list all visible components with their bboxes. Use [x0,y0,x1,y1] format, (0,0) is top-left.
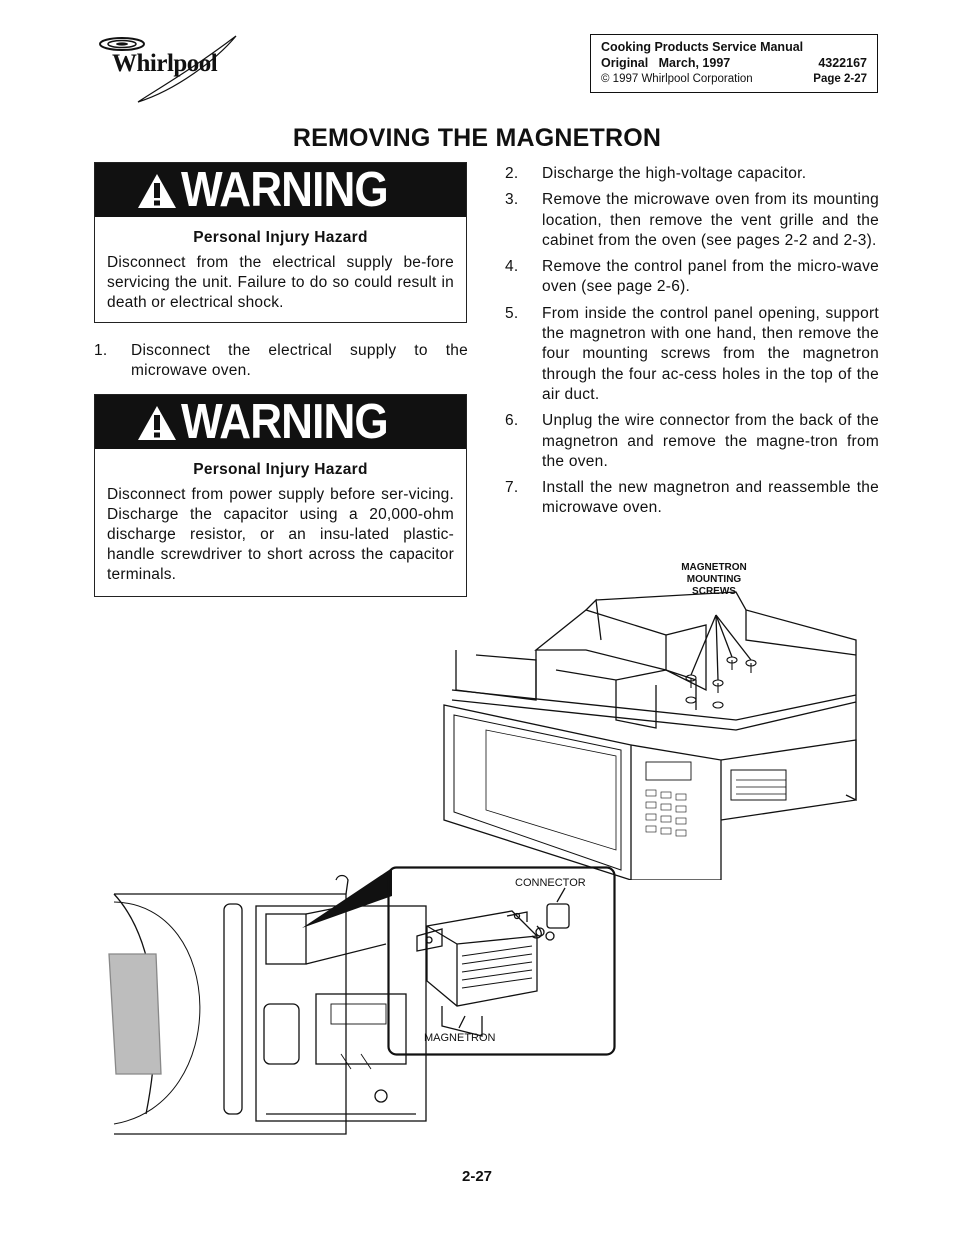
warning-box: WARNING Personal Injury Hazard Disconnec… [94,162,467,323]
step-text: From inside the control panel opening, s… [542,304,879,403]
step-text: Remove the microwave oven from its mount… [542,191,879,249]
step-item: 1. Disconnect the electrical supply to t… [94,341,468,382]
step-item: 2. Discharge the high-voltage capacitor. [505,164,879,184]
step-number: 1. [94,342,108,359]
warning-body: Disconnect from the electrical supply be… [107,254,454,311]
edition: Original March, 1997 [601,56,731,70]
connector-label: CONNECTOR [515,877,586,889]
step-number: 5. [505,304,519,322]
label-line: MOUNTING [686,574,742,585]
warning-banner: WARNING [95,163,466,217]
warning-triangle-icon [138,406,176,440]
step-list-right: 2.Discharge the high-voltage capacitor. … [505,164,879,525]
warning-body: Disconnect from power supply before ser-… [107,486,454,583]
step-text: Unplug the wire connector from the back … [542,412,879,470]
warning-heading: WARNING [181,163,389,217]
brand-name: Whirlpool [112,50,218,77]
mounting-screws-label: MAGNETRON MOUNTING SCREWS [660,562,768,598]
oven-cavity-diagram [108,874,427,1135]
step-text: Install the new magnetron and reassemble… [542,479,879,517]
step-number: 7. [505,479,519,497]
step-item: 5. From inside the control panel opening,… [505,304,879,405]
step-item: 7. Install the new magnetron and reassemb… [505,478,879,519]
part-number: 4322167 [818,56,867,70]
microwave-diagram [443,591,857,880]
step-text: Discharge the high-voltage capacitor. [542,165,807,182]
step-item: 4. Remove the control panel from the micr… [505,257,879,298]
page-ref: Page 2-27 [813,73,867,85]
step-item: 3. Remove the microwave oven from its mou… [505,190,879,251]
step-number: 2. [505,165,519,182]
warning-subheading: Personal Injury Hazard [193,461,368,478]
magnetron-label: MAGNETRON [424,1032,496,1044]
page-number: 2-27 [461,1168,493,1185]
step-item: 6. Unplug the wire connector from the bac… [505,411,879,472]
step-text: Remove the control panel from the micro-… [542,258,879,296]
magnetron-detail [387,866,616,1056]
step-number: 4. [505,258,519,276]
whirlpool-logo-icon [99,35,237,103]
warning-triangle-icon [138,174,176,208]
label-line: MAGNETRON [681,562,747,573]
warning-subheading: Personal Injury Hazard [193,229,368,246]
warning-box: WARNING Personal Injury Hazard Disconnec… [94,394,467,597]
manual-header: Cooking Products Service Manual Original… [590,34,878,93]
label-line: SCREWS [692,586,736,597]
warning-heading: WARNING [181,395,389,449]
detail-callout-pointer [302,868,392,928]
warning-banner: WARNING [95,395,466,449]
step-number: 3. [505,191,519,209]
step-number: 6. [505,412,519,430]
step-list-left: 1. Disconnect the electrical supply to t… [94,341,468,382]
manual-title: Cooking Products Service Manual [601,40,804,54]
copyright: © 1997 Whirlpool Corporation [601,73,753,85]
page-title: REMOVING THE MAGNETRON [292,124,662,152]
step-text: Disconnect the electrical supply to the … [131,342,468,380]
